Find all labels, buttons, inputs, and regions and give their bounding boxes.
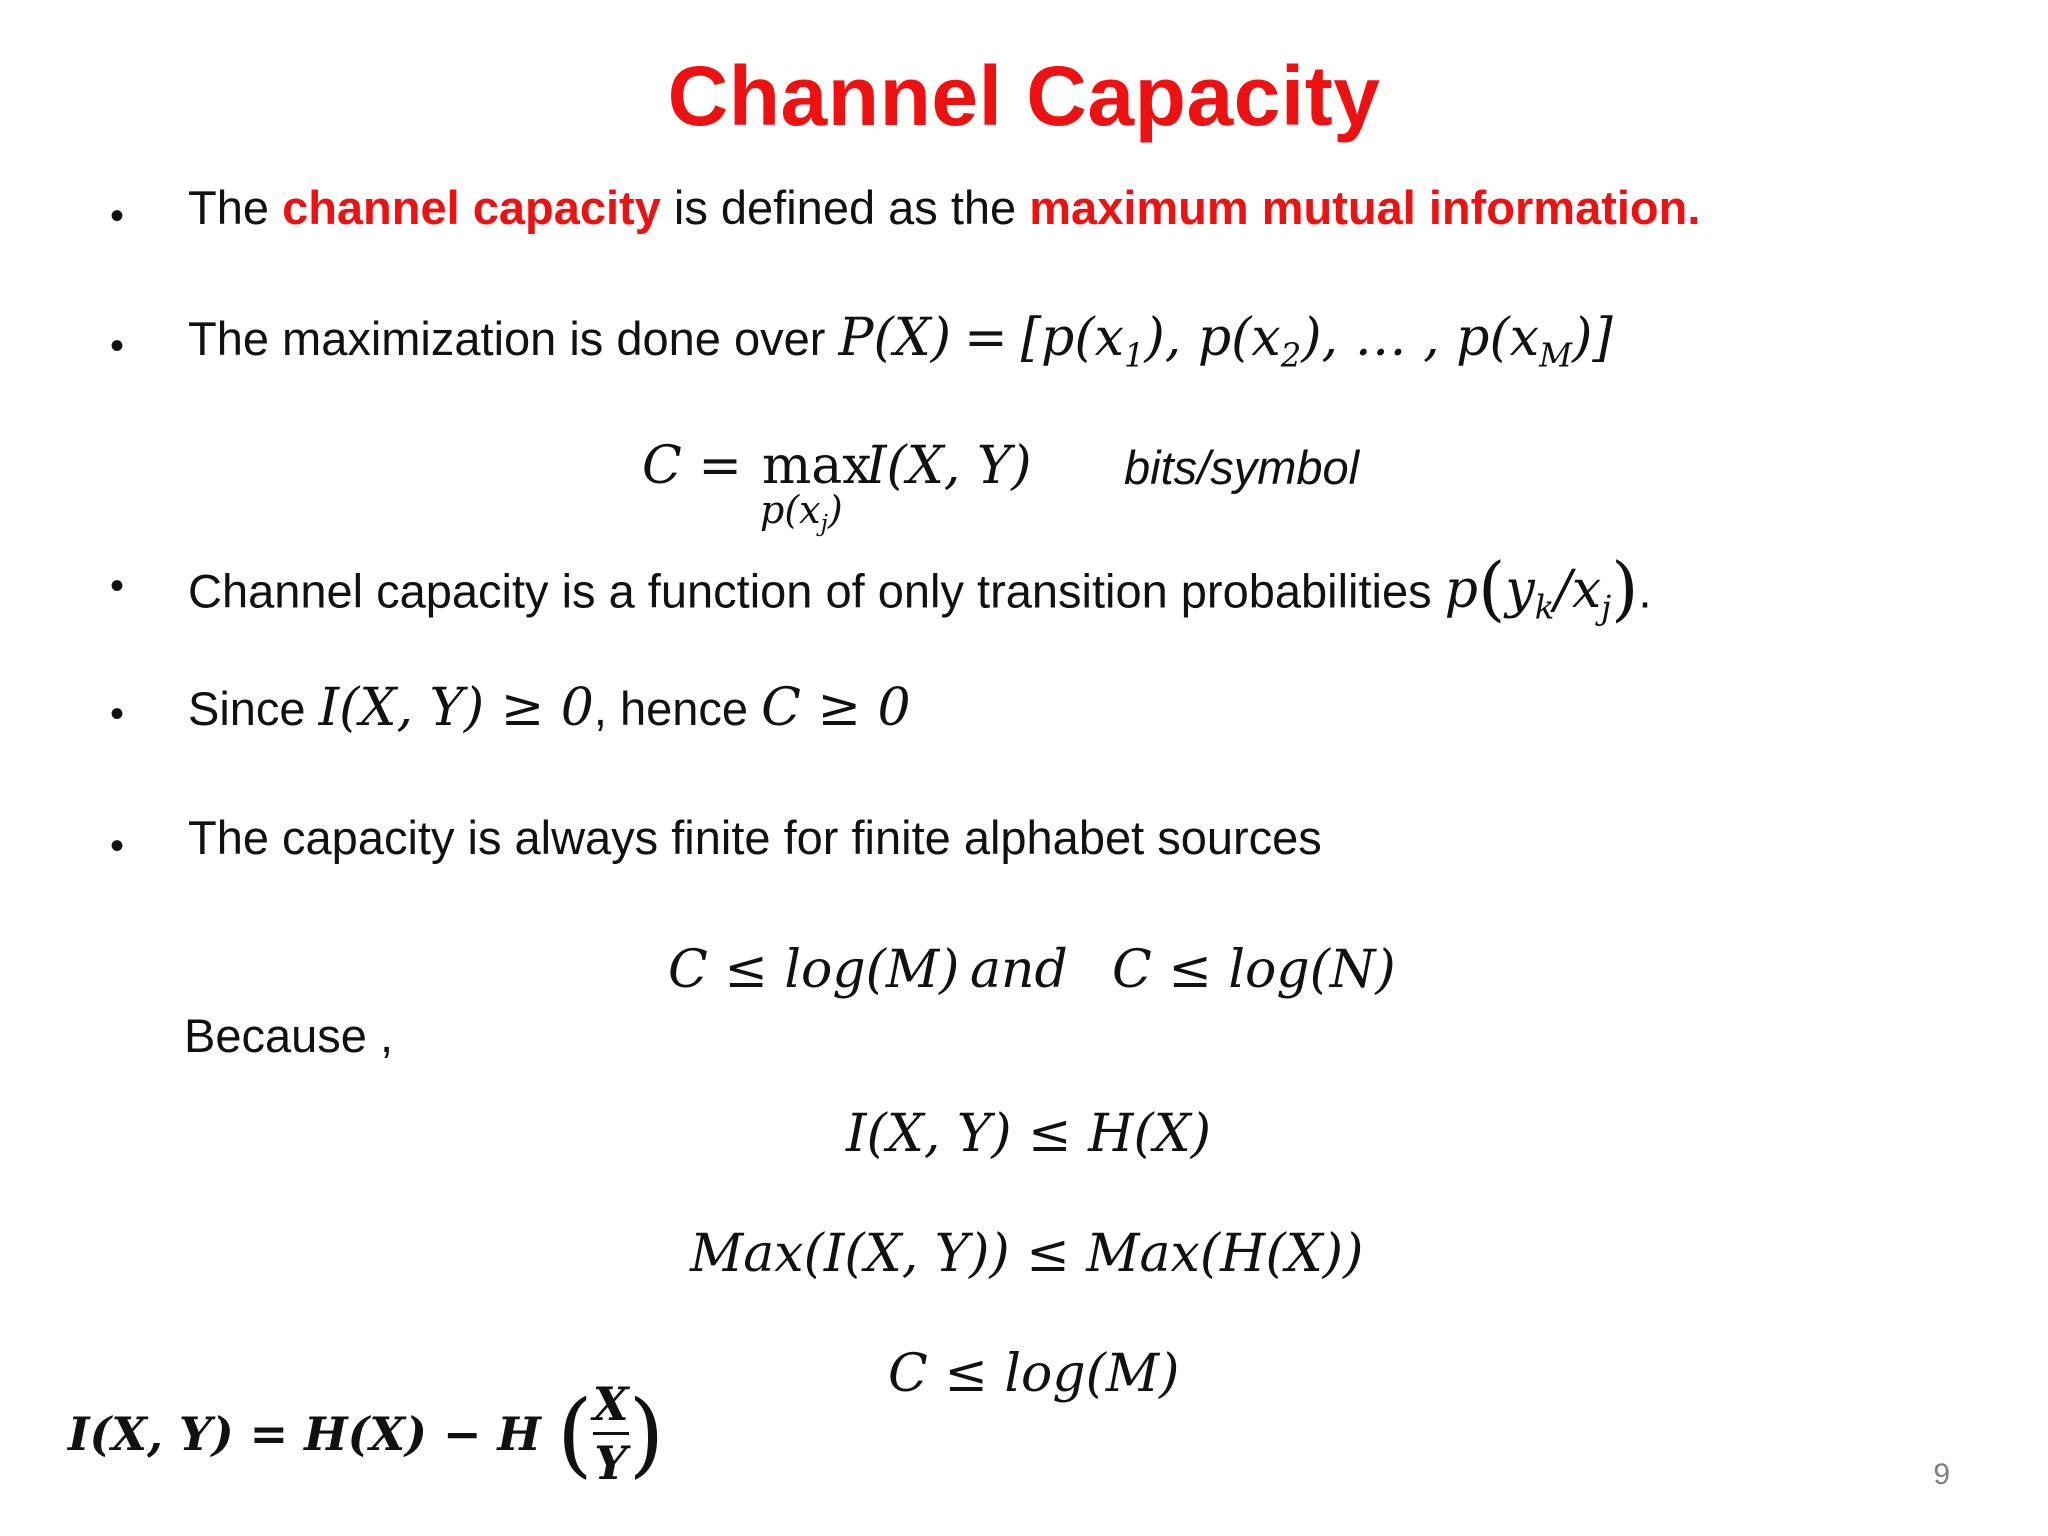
max-subscript: p(xj): [760, 488, 843, 538]
because-label: Because ,: [184, 1009, 394, 1062]
bullet-dot: •: [110, 324, 125, 368]
bound-and: and: [970, 940, 1068, 1000]
slide-title: Channel Capacity: [667, 49, 1381, 143]
bullet-4-mid: , hence: [593, 682, 749, 735]
math-equals: =: [964, 308, 1008, 368]
bullet-1: The channel capacity is defined as the m…: [188, 180, 1700, 235]
bullet-1-pre: The: [188, 181, 269, 234]
bullet-3: Channel capacity is a function of only t…: [188, 548, 1652, 630]
bound-log-m: C ≤ log(M): [668, 940, 960, 1000]
step-max-mi-le-max-entropy: Max(I(X, Y)) ≤ Max(H(X)): [690, 1224, 1364, 1284]
math-transition-prob: p(yk/xj): [1444, 548, 1639, 630]
page-number: 9: [1933, 1458, 1950, 1491]
capacity-lhs: C =: [642, 436, 742, 496]
max-operator: max: [762, 436, 872, 496]
capacity-rhs: I(X, Y): [866, 436, 1032, 496]
term-channel-capacity: channel capacity: [282, 181, 661, 234]
bullet-dot: •: [110, 194, 125, 238]
math-mi-nonneg: I(X, Y) ≥ 0: [318, 678, 594, 738]
bullet-5: The capacity is always finite for finite…: [188, 811, 1322, 864]
math-px: P(X): [838, 308, 952, 368]
bound-log-n: C ≤ log(N): [1112, 940, 1396, 1000]
term-maximum-mutual-information: maximum mutual information.: [1029, 181, 1701, 234]
bullet-2: The maximization is done over P(X) = [p(…: [188, 308, 1613, 374]
math-c-nonneg: C ≥ 0: [761, 678, 911, 738]
bullet-2-text: The maximization is done over: [188, 312, 826, 365]
bullet-1-mid: is defined as the: [673, 181, 1017, 234]
bullet-3-text: Channel capacity is a function of only t…: [188, 564, 1432, 618]
bullet-4-pre: Since: [188, 682, 306, 735]
bullet-dot: •: [110, 564, 125, 608]
bullet-dot: •: [110, 824, 125, 868]
capacity-unit: bits/symbol: [1124, 441, 1360, 494]
bullet-4: Since I(X, Y) ≥ 0, hence C ≥ 0: [188, 678, 911, 738]
bullet-dot: •: [110, 692, 125, 736]
step-c-le-log-m: C ≤ log(M): [888, 1344, 1180, 1404]
step-mi-le-entropy: I(X, Y) ≤ H(X): [846, 1104, 1212, 1164]
math-distribution: [p(x1), p(x2), … , p(xM)]: [1020, 308, 1613, 375]
